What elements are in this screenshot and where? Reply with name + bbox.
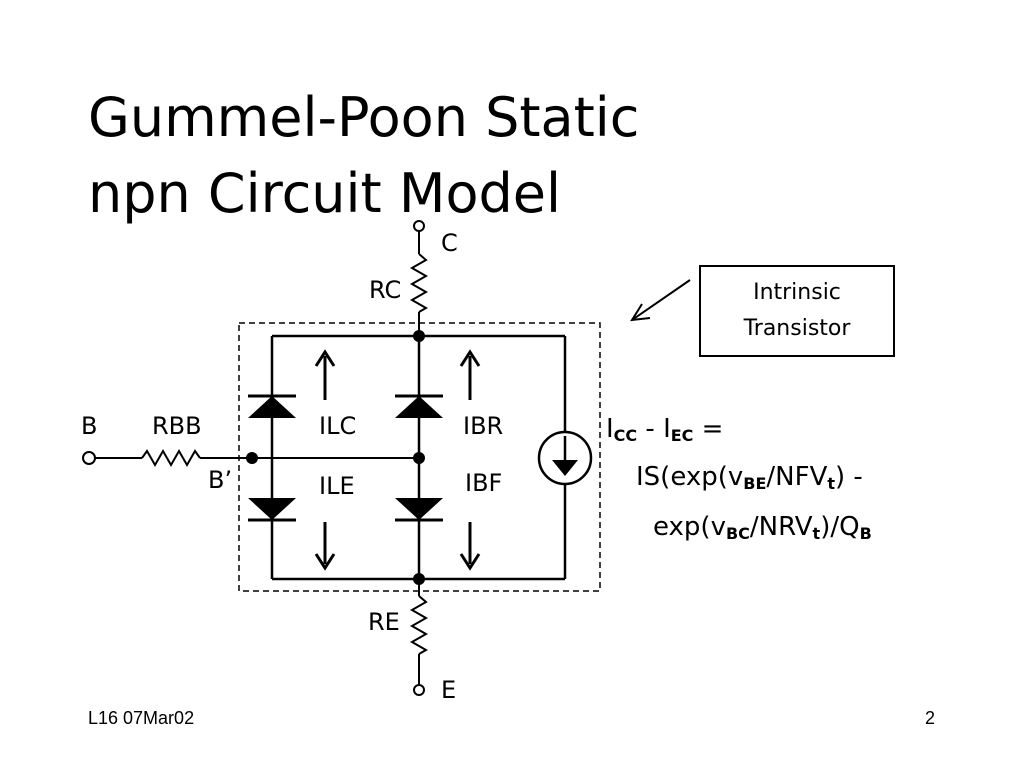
callout-arrow-icon — [630, 279, 691, 322]
ile-arrow-icon — [314, 522, 336, 571]
rbb-resistor — [141, 448, 201, 468]
ibf-arrow-icon — [459, 522, 481, 571]
ilc-arrow-icon — [314, 349, 336, 400]
emitter-terminal — [413, 684, 425, 696]
slide-title: Gummel-Poon Static npn Circuit Model — [88, 80, 640, 232]
callout-line-2: Transistor — [743, 316, 851, 341]
base-label: B — [81, 412, 97, 440]
footer-left: L16 07Mar02 — [88, 708, 195, 728]
ile-label: ILE — [319, 472, 355, 500]
collector-label: C — [441, 229, 458, 257]
ibr-label: IBR — [463, 412, 503, 440]
ile-diode — [248, 498, 296, 520]
re-resistor — [409, 595, 429, 655]
ibf-diode — [395, 498, 443, 520]
ibf-label: IBF — [465, 469, 502, 497]
equation-line-1: ICC - IEC = — [606, 414, 724, 445]
callout-line-1: Intrinsic — [753, 280, 841, 305]
emitter-label: E — [441, 676, 456, 704]
equation-line-2: IS(exp(vBE/NFVt) - — [636, 462, 863, 493]
equation-line-3: exp(vBC/NRVt)/QB — [653, 512, 872, 543]
internal-base-label: B’ — [208, 466, 232, 494]
title-line-1: Gummel-Poon Static — [88, 86, 640, 149]
ibr-diode — [395, 396, 443, 418]
ilc-diode — [248, 396, 296, 418]
re-label: RE — [368, 608, 400, 636]
rbb-label: RBB — [152, 412, 202, 440]
rc-resistor — [409, 253, 429, 313]
rc-label: RC — [369, 276, 401, 304]
intrinsic-transistor-callout: Intrinsic Transistor — [699, 265, 895, 357]
base-terminal — [82, 451, 96, 465]
slide-number: 2 — [925, 708, 936, 728]
collector-terminal — [413, 220, 425, 232]
ilc-label: ILC — [319, 412, 356, 440]
ibr-arrow-icon — [459, 349, 481, 400]
title-line-2: npn Circuit Model — [88, 162, 562, 225]
